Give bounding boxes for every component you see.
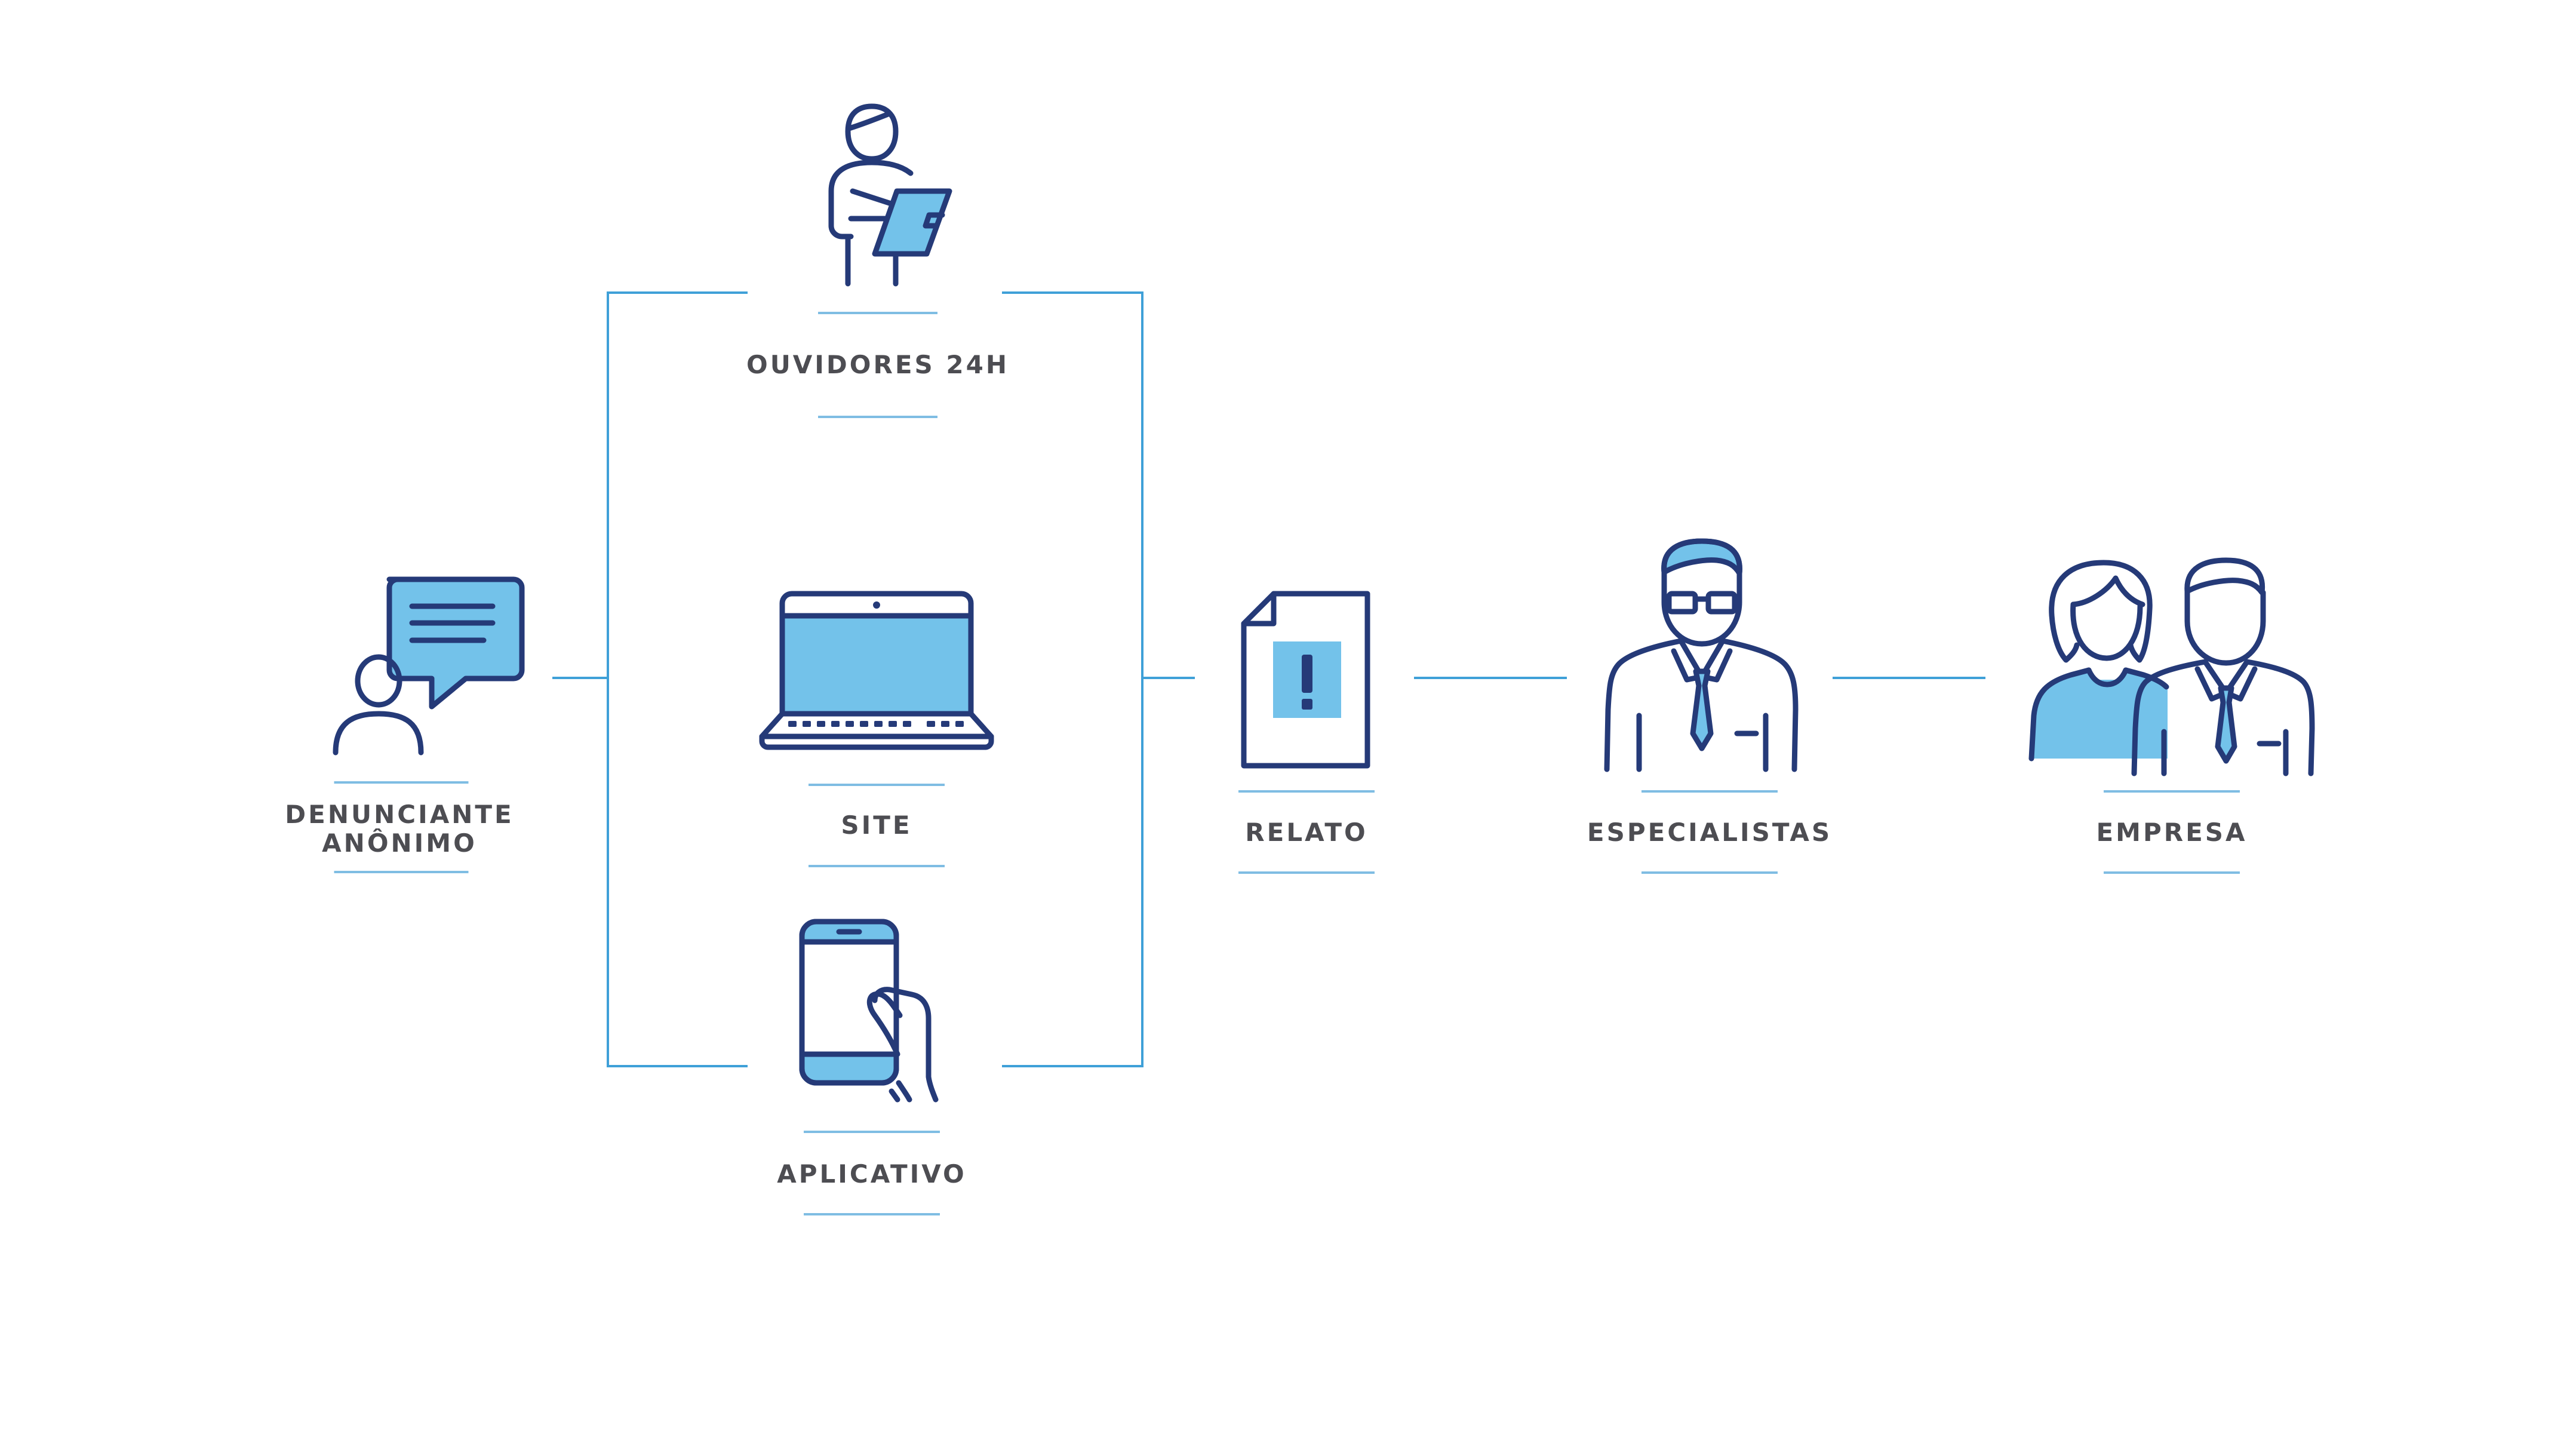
label-rule-bottom [2104,871,2240,874]
label-rule-top [818,312,937,314]
label-rule-top [809,784,945,786]
label-rule-bottom [334,871,469,873]
specialist-glasses-icon [1604,538,1799,772]
laptop-icon [759,591,994,750]
connector-relato-to-especialistas [1414,677,1567,679]
hand-smartphone-icon [799,919,939,1103]
report-document-icon [1241,591,1370,769]
channel-bracket-right-bottom [1002,1065,1143,1067]
empresa-label: EMPRESA [2096,818,2248,847]
company-people-icon [2028,557,2315,776]
label-rule-top [334,781,469,784]
relato-label: RELATO [1245,818,1368,847]
person-tablet-icon [828,103,952,287]
label-rule-bottom [809,865,945,867]
channel-bracket-right-top [1002,291,1143,294]
especialistas-label: ESPECIALISTAS [1587,818,1833,847]
denunciante-label: DENUNCIANTE ANÔNIMO [285,800,514,858]
ouvidores-label: OUVIDORES 24H [746,350,1010,379]
label-rule-bottom [804,1213,940,1215]
channel-bracket-right-vertical [1141,291,1143,1067]
aplicativo-label: APLICATIVO [777,1159,967,1189]
label-rule-top [2104,790,2240,793]
label-rule-top [1641,790,1778,793]
person-chat-icon [333,576,525,756]
connector-especialistas-to-empresa [1833,677,1985,679]
label-rule-top [804,1131,940,1133]
channel-bracket-left-bottom [607,1065,748,1067]
label-rule-bottom [1238,871,1375,874]
connector-channels-to-relato [1141,677,1195,679]
channel-bracket-left-vertical [607,291,609,1067]
site-label: SITE [841,811,912,840]
channel-bracket-left-top [607,291,748,294]
label-rule-top [1238,790,1375,793]
label-rule-bottom [818,416,937,418]
connector-denunciante-to-channels [552,677,609,679]
label-rule-bottom [1641,871,1778,874]
